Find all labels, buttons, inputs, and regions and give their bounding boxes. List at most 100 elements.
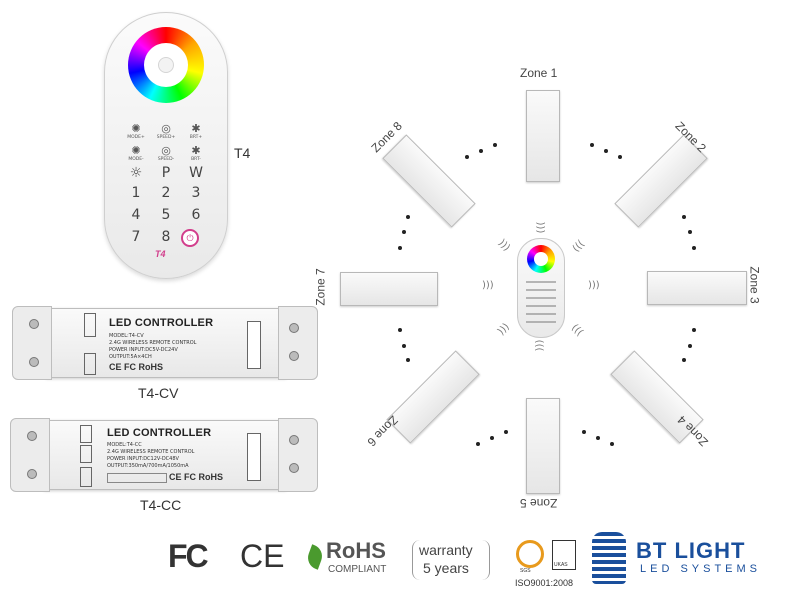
- zone-5-controller: [526, 398, 560, 494]
- screw-hole: [289, 463, 299, 473]
- key-4[interactable]: 4: [131, 207, 141, 223]
- button-caption: MODE-: [128, 157, 144, 162]
- key-p[interactable]: P: [161, 165, 171, 181]
- signal-dot: [402, 344, 406, 348]
- button-caption: MODE+: [127, 135, 145, 140]
- screw-hole: [289, 323, 299, 333]
- zone-3-label: Zone 3: [747, 266, 762, 304]
- signal-dot: [493, 143, 497, 147]
- signal-dot: [596, 436, 600, 440]
- bt-light-bulb-icon: [592, 532, 626, 584]
- signal-dot: [465, 155, 469, 159]
- keypad-grid: [526, 281, 556, 329]
- color-wheel-center: [144, 43, 188, 87]
- controller-spec-line: 2.4G WIRELESS REMOTE CONTROL: [109, 340, 197, 346]
- sgs-text: SGS: [520, 568, 531, 574]
- brand-name: BT LIGHT: [636, 538, 746, 563]
- mode-icon: ✺: [131, 123, 141, 135]
- rohs-leaf-icon: [304, 544, 326, 570]
- zone-1-controller: [526, 90, 560, 182]
- side-label-box: [84, 313, 96, 337]
- signal-dot: [582, 430, 586, 434]
- brightness-icon: ✱: [191, 145, 201, 157]
- screw-hole: [27, 469, 37, 479]
- signal-dot: [682, 358, 686, 362]
- signal-dot: [406, 215, 410, 219]
- brand-subtitle: LED SYSTEMS: [640, 563, 762, 575]
- warranty-top-text: warranty: [419, 542, 473, 558]
- key-7[interactable]: 7: [131, 229, 141, 245]
- rohs-compliant: COMPLIANT: [328, 564, 387, 575]
- controller-spec-line: 2.4G WIRELESS REMOTE CONTROL: [107, 449, 195, 455]
- mode-minus-button[interactable]: ✺ MODE-: [121, 145, 151, 162]
- brt-minus-button[interactable]: ✱ BRT-: [181, 145, 211, 162]
- signal-dot: [610, 442, 614, 446]
- dip-switch: [107, 473, 167, 483]
- key-sun[interactable]: ☼: [129, 165, 143, 181]
- controller-spec-line: POWER INPUT:DC5V-DC24V: [109, 347, 178, 353]
- key-w[interactable]: W: [189, 165, 203, 181]
- brt-plus-button[interactable]: ✱ BRT+: [181, 123, 211, 140]
- controller-spec-line: MODEL:T4-CC: [107, 442, 142, 448]
- mode-icon: ✺: [131, 145, 141, 157]
- key-1[interactable]: 1: [131, 185, 141, 201]
- color-wheel-center: [534, 252, 548, 266]
- zone-1-label: Zone 1: [520, 66, 558, 80]
- key-5[interactable]: 5: [161, 207, 171, 223]
- screw-hole: [289, 435, 299, 445]
- screw-hole: [29, 319, 39, 329]
- terminal-block: [247, 433, 261, 481]
- signal-dot: [398, 246, 402, 250]
- mount-bracket-left: [12, 306, 52, 380]
- speed-minus-button[interactable]: ◎ SPEED-: [151, 145, 181, 162]
- color-wheel[interactable]: [128, 27, 204, 103]
- controller-cc: LED CONTROLLER MODEL:T4-CC 2.4G WIRELESS…: [10, 418, 318, 492]
- signal-wave-icon: ))): [569, 321, 586, 338]
- button-caption: BRT-: [191, 157, 201, 162]
- fcc-logo: FC: [168, 538, 209, 574]
- controller-title: LED CONTROLLER: [107, 427, 212, 439]
- speed-plus-button[interactable]: ◎ SPEED+: [151, 123, 181, 140]
- power-icon[interactable]: ⏻: [181, 229, 199, 247]
- mount-bracket-left: [10, 418, 50, 492]
- zone-5-label: Zone 5: [520, 496, 558, 510]
- signal-dot: [604, 149, 608, 153]
- center-button[interactable]: [158, 57, 174, 73]
- ukas-seal-icon: [552, 540, 576, 570]
- controller-spec-line: OUTPUT:350mA/700mA/1050mA: [107, 463, 189, 469]
- mode-plus-button[interactable]: ✺ MODE+: [121, 123, 151, 140]
- ce-logo: CE: [240, 538, 285, 574]
- signal-wave-icon: ))): [482, 280, 494, 291]
- signal-wave-icon: ))): [534, 339, 546, 352]
- rohs-logo: RoHS: [326, 538, 386, 563]
- controller-cc-body: LED CONTROLLER MODEL:T4-CC 2.4G WIRELESS…: [44, 420, 286, 490]
- key-2[interactable]: 2: [161, 185, 171, 201]
- ukas-text: UKAS: [554, 562, 568, 568]
- warranty-bottom-text: 5 years: [423, 560, 469, 576]
- key-8[interactable]: 8: [161, 229, 171, 245]
- zone-8-controller: [382, 134, 476, 228]
- brightness-icon: ✱: [191, 123, 201, 135]
- key-6[interactable]: 6: [191, 207, 201, 223]
- signal-dot: [682, 215, 686, 219]
- zone-3-controller: [647, 271, 747, 305]
- screw-hole: [289, 351, 299, 361]
- signal-wave-icon: ))): [588, 280, 600, 291]
- controller-cv-body: LED CONTROLLER MODEL:T4-CV 2.4G WIRELESS…: [46, 308, 286, 378]
- certification-marks: CE FC RoHS: [109, 362, 163, 372]
- zone-7-label: Zone 7: [313, 268, 328, 306]
- signal-dot: [688, 230, 692, 234]
- side-label-box: [80, 445, 92, 463]
- side-label-box: [84, 353, 96, 375]
- key-3[interactable]: 3: [191, 185, 201, 201]
- zone-6-controller: [386, 350, 480, 444]
- signal-dot: [688, 344, 692, 348]
- iso-text: ISO9001:2008: [515, 578, 574, 588]
- signal-wave-icon: ))): [534, 221, 546, 234]
- screw-hole: [27, 431, 37, 441]
- signal-dot: [590, 143, 594, 147]
- controller-spec-line: MODEL:T4-CV: [109, 333, 144, 339]
- screw-hole: [29, 357, 39, 367]
- certification-marks: CE FC RoHS: [169, 472, 223, 482]
- button-caption: BRT+: [189, 135, 203, 140]
